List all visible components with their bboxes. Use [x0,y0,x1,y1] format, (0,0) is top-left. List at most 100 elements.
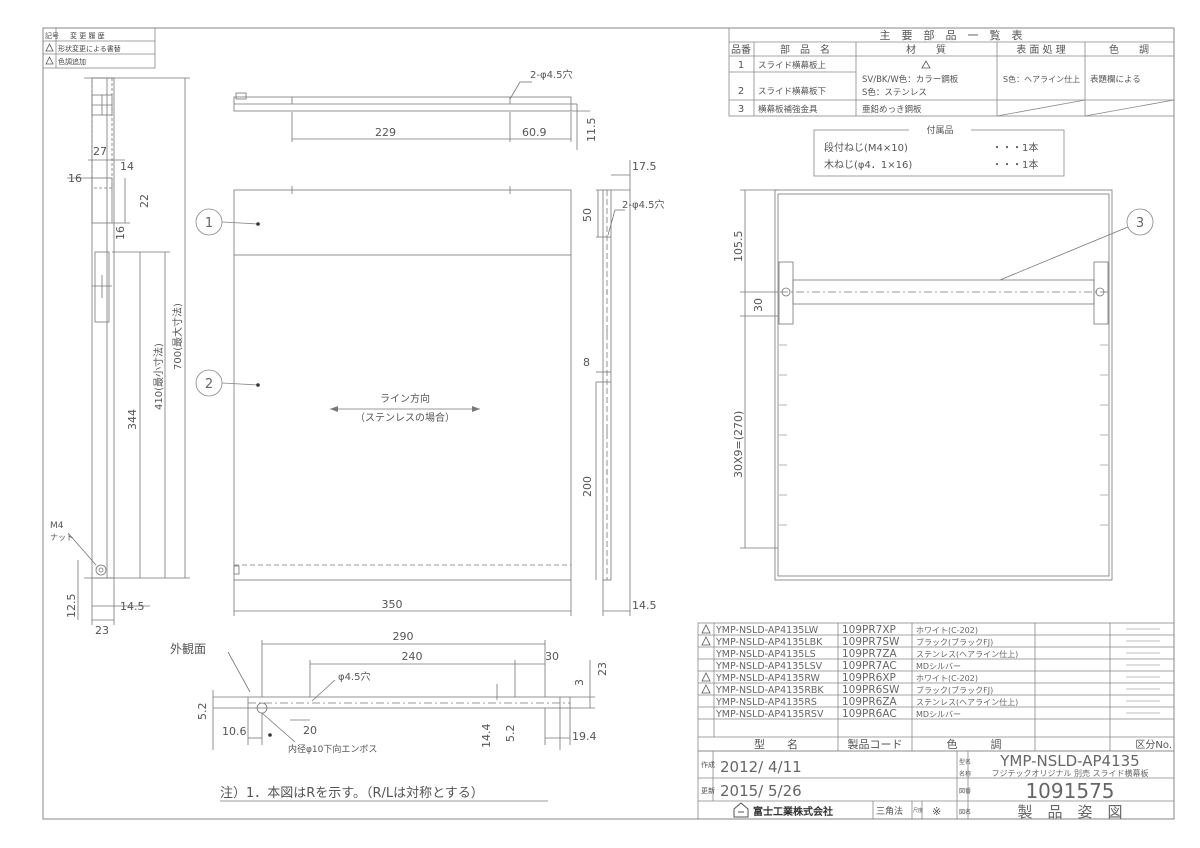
revision-block [42,27,156,69]
date-created: 2012/ 4/11 [720,758,802,776]
dim-side-hole: 2-φ4.5穴 [622,198,664,211]
dim-22: 22 [138,194,151,208]
parts-header-no: 品番 [731,44,751,56]
accessory-2-name: 木ねじ(φ4．1×16) [824,159,912,171]
rear-view-ticks [779,344,1108,526]
model-row-color: ホワイト(C-202) [916,674,978,683]
model-row-name: YMP-NSLD-AP4135RSV [715,709,824,720]
dim-290: 290 [393,630,414,643]
dim-19.4: 19.4 [572,730,597,743]
accessory-2-qty: ・・・1本 [992,158,1038,171]
side-section-view [595,160,631,616]
dim-16b: 16 [114,226,127,240]
model-table-dashes [1126,628,1160,714]
model-row-code: 109PR6AC [842,708,897,720]
model-row-name: YMP-NSLD-AP4135RS [715,697,817,708]
model-row-code: 109PR6SW [842,684,900,696]
rear-view [740,189,1141,581]
arrow-left-icon [330,406,338,412]
balloon-2-leader [221,382,259,386]
dim-20: 20 [303,724,317,737]
dim-30-rear: 30 [752,298,765,312]
parts-header-finish: 表 面 処 理 [1016,43,1066,56]
dim-10.6: 10.6 [222,725,247,738]
label-name: 名称 [959,770,971,778]
dim-12.5: 12.5 [65,594,78,619]
model-row-code: 109PR6XP [842,672,896,684]
balloon-1: 1 [205,216,213,231]
dim-3: 3 [573,679,586,686]
dim-14: 14 [120,160,134,173]
dim-200: 200 [581,476,594,497]
accessory-1-qty: ・・・1本 [992,141,1038,154]
balloon-3: 3 [1136,216,1144,231]
model-row-color: ステンレス(ヘアライン仕上) [916,697,1018,707]
dim-8: 8 [583,356,590,369]
emboss-dot [268,733,272,737]
dim-410: 410(最小寸法) [152,343,165,410]
revision-row-2: 色調追加 [58,57,86,66]
drawing-note: 注）1．本図はRを示す。（R/Lは対称とする） [220,786,484,801]
title-block [697,750,1175,820]
model-row-color: MDシルバー [916,710,961,719]
model-row-code: 109PR6ZA [842,696,898,708]
dim-5.2b: 5.2 [504,725,517,743]
model-row-code: 109PR7XP [842,624,896,636]
model-row-color: ステンレス(ヘアライン仕上) [916,649,1018,659]
parts-row-3-no: 3 [738,104,744,115]
label-emboss: 内径φ10下向エンボス [288,743,377,755]
scale-label: 尺度 [913,807,923,814]
dim-350: 350 [382,598,403,611]
dim-top-60.9: 60.9 [522,126,547,139]
date-updated: 2015/ 5/26 [720,782,802,800]
line-direction-label: ライン方向 [380,392,430,405]
dim-23a: 23 [95,624,109,637]
model-row-name: YMP-NSLD-AP4135LSV [715,661,823,672]
title-drawing-no: 1091575 [1025,779,1114,803]
label-model: 型名 [959,758,971,766]
dim-5.2a: 5.2 [196,703,209,721]
parts-color-merged: 表題欄による [1090,74,1141,85]
left-side-view [67,77,190,625]
model-row-color: MDシルバー [916,662,961,671]
dim-27: 27 [93,145,107,158]
model-row-code: 109PR7SW [842,636,900,648]
dim-m4: M4 [50,521,64,531]
parts-header-name: 部 品 名 [780,43,830,56]
dim-17.5: 17.5 [632,160,657,173]
balloon-1-dot [256,222,260,226]
model-row-name: YMP-NSLD-AP4135LW [715,625,819,636]
dim-240: 240 [402,650,423,663]
parts-row-2-no: 2 [738,86,744,97]
label-updated: 更新 [701,786,715,795]
parts-header-material: 材 質 [906,43,946,56]
label-drawing-no: 図番 [959,788,971,795]
parts-material-line-1: SV/BK/W色：カラー鋼板 [862,74,959,85]
model-header-color: 色 調 [947,737,1002,751]
revision-triangle-icon [701,636,711,646]
balloon-1-leader [221,221,259,225]
model-header-class: 区分No. [1135,739,1172,751]
revision-triangle-icon [701,684,711,694]
model-row-code: 109PR7ZA [842,648,898,660]
company-name: 富士工業株式会社 [753,805,833,818]
parts-row-3-material: 亜鉛めっき鋼板 [862,104,922,115]
dim-344: 344 [126,409,139,430]
accessories-title-bg [909,124,971,136]
revision-header-content: 変 更 履 歴 [70,31,105,40]
title-subtitle: フジテックオリジナル 別売 スライド横幕板 [991,768,1148,778]
parts-material-line-2: S色：ステンレス [862,87,927,98]
dim-30x9: 30X9=(270) [732,411,745,478]
parts-finish-merged: S色：ヘアライン仕上 [1003,74,1080,84]
model-row-name: YMP-NSLD-AP4135RBK [715,685,824,696]
revision-triangle-icon [45,56,54,65]
revision-header-no: 記号 [45,31,59,40]
balloon-3-circle [1126,208,1154,236]
dim-14.4: 14.4 [480,724,493,749]
scale-value: ※ [932,805,941,818]
label-gaikan: 外観面 [170,642,206,656]
title-drawing-name: 製 品 姿 図 [1017,803,1122,821]
parts-row-1-no: 1 [738,60,744,71]
title-model-name: YMP-NSLD-AP4135 [999,752,1139,770]
